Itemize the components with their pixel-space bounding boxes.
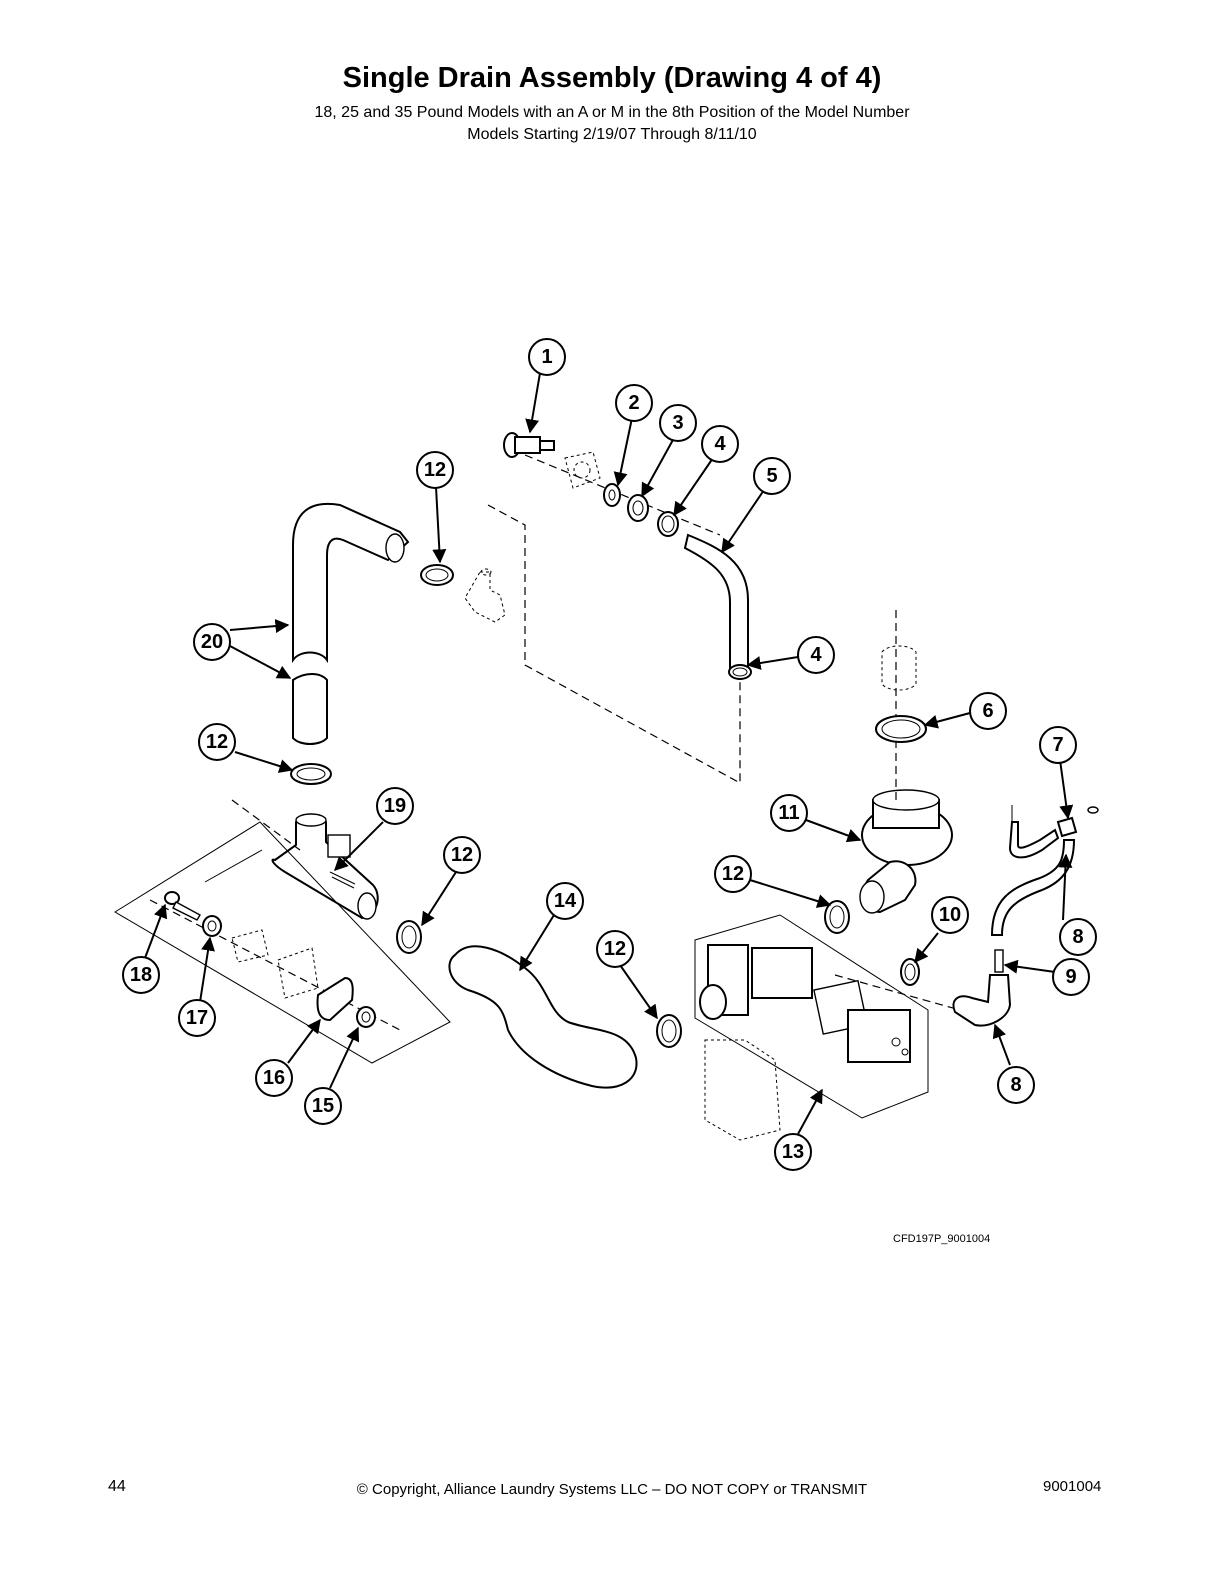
part-18-bolt [164, 891, 201, 921]
part-10-clamp [900, 958, 920, 986]
svg-text:17: 17 [186, 1007, 208, 1029]
part-15-nut [356, 1006, 376, 1028]
part-13-valve-assembly [694, 914, 929, 1141]
svg-text:3: 3 [672, 412, 683, 434]
callout-11: 11 [770, 794, 808, 832]
callout-12-e: 12 [714, 855, 752, 893]
part-9-fitting [994, 949, 1004, 973]
callout-18: 18 [122, 956, 160, 994]
callout-16: 16 [255, 1059, 293, 1097]
callout-19: 19 [376, 787, 414, 825]
svg-text:9: 9 [1065, 966, 1076, 988]
part-12-clamp-b [290, 763, 332, 785]
callout-4-upper: 4 [701, 425, 739, 463]
part-16-plate [316, 976, 354, 1022]
part-4-clamp-lower [728, 664, 752, 680]
part-12-clamp-d [656, 1014, 682, 1048]
part-11-elbow-boot [859, 789, 953, 914]
callout-17: 17 [178, 999, 216, 1037]
part-8-hose [990, 839, 1076, 936]
part-20-tube-lower [292, 673, 328, 745]
drawing-code: CFD197P_9001004 [893, 1233, 991, 1245]
callout-10: 10 [931, 896, 969, 934]
part-12-clamp-c [396, 920, 422, 954]
svg-text:12: 12 [604, 938, 626, 960]
callout-12-a: 12 [416, 451, 454, 489]
svg-text:8: 8 [1010, 1074, 1021, 1096]
svg-text:19: 19 [384, 795, 406, 817]
svg-text:12: 12 [206, 731, 228, 753]
svg-text:6: 6 [982, 700, 993, 722]
svg-text:11: 11 [778, 802, 799, 824]
leader-lines [144, 372, 1074, 1135]
callout-12-b: 12 [198, 723, 236, 761]
svg-text:5: 5 [766, 465, 777, 487]
subtitle-date-range: Models Starting 2/19/07 Through 8/11/10 [467, 126, 757, 143]
callout-12-c: 12 [443, 836, 481, 874]
svg-text:14: 14 [554, 890, 577, 912]
part-6-clamp [875, 715, 927, 743]
callout-7: 7 [1039, 726, 1077, 764]
ghost-bracket-a [231, 929, 269, 963]
svg-text:15: 15 [312, 1095, 334, 1117]
svg-text:4: 4 [810, 644, 822, 666]
svg-text:12: 12 [451, 844, 473, 866]
callout-1: 1 [528, 338, 566, 376]
ghost-bracket-b [277, 947, 319, 999]
callout-3: 3 [659, 404, 697, 442]
page-number: 44 [108, 1478, 126, 1495]
part-4-clamp-upper [657, 511, 679, 537]
callout-5: 5 [753, 457, 791, 495]
svg-text:8: 8 [1072, 926, 1083, 948]
callout-20: 20 [193, 623, 231, 661]
callout-9: 9 [1052, 958, 1090, 996]
callout-8-upper: 8 [1059, 918, 1097, 956]
callout-13: 13 [774, 1133, 812, 1171]
part-17-washer [202, 915, 222, 937]
svg-text:1: 1 [541, 346, 552, 368]
part-12-clamp-e [824, 900, 850, 934]
part-7-tee [1008, 806, 1099, 859]
svg-text:13: 13 [782, 1141, 804, 1163]
ghost-tee [464, 568, 506, 623]
page-title: Single Drain Assembly (Drawing 4 of 4) [342, 62, 882, 94]
callout-4-lower: 4 [797, 636, 835, 674]
part-14-s-hose [448, 945, 638, 1089]
svg-text:7: 7 [1052, 734, 1063, 756]
callout-2: 2 [615, 384, 653, 422]
svg-text:2: 2 [628, 392, 639, 414]
part-20-tube-upper [292, 503, 410, 664]
part-5-hose [683, 533, 749, 669]
ghost-fitting-upper [564, 451, 601, 489]
callout-6: 6 [969, 692, 1007, 730]
svg-text:16: 16 [263, 1067, 285, 1089]
bracket-outline [114, 821, 451, 1064]
assembly-dash-line [487, 504, 741, 785]
ghost-collar [881, 645, 917, 691]
subtitle-models: 18, 25 and 35 Pound Models with an A or … [314, 104, 910, 121]
svg-text:12: 12 [722, 863, 744, 885]
callout-14: 14 [546, 882, 584, 920]
part-3-nut [627, 494, 649, 522]
document-number: 9001004 [1043, 1478, 1102, 1495]
part-2-washer [603, 483, 621, 507]
svg-text:18: 18 [130, 964, 152, 986]
part-12-clamp-a [420, 564, 454, 586]
callout-12-d: 12 [596, 930, 634, 968]
part-8-elbow [952, 974, 1012, 1027]
assembly-dash-line-upper [524, 454, 721, 536]
part-19-tee-pipe [271, 813, 379, 920]
callout-15: 15 [304, 1087, 342, 1125]
part-1-fitting [503, 432, 555, 458]
svg-text:4: 4 [714, 433, 726, 455]
part-20-tube-opening [385, 533, 405, 563]
copyright-notice: © Copyright, Alliance Laundry Systems LL… [356, 1481, 868, 1498]
svg-text:10: 10 [939, 904, 961, 926]
svg-text:12: 12 [424, 459, 446, 481]
svg-text:20: 20 [201, 631, 223, 653]
callout-8-lower: 8 [997, 1066, 1035, 1104]
